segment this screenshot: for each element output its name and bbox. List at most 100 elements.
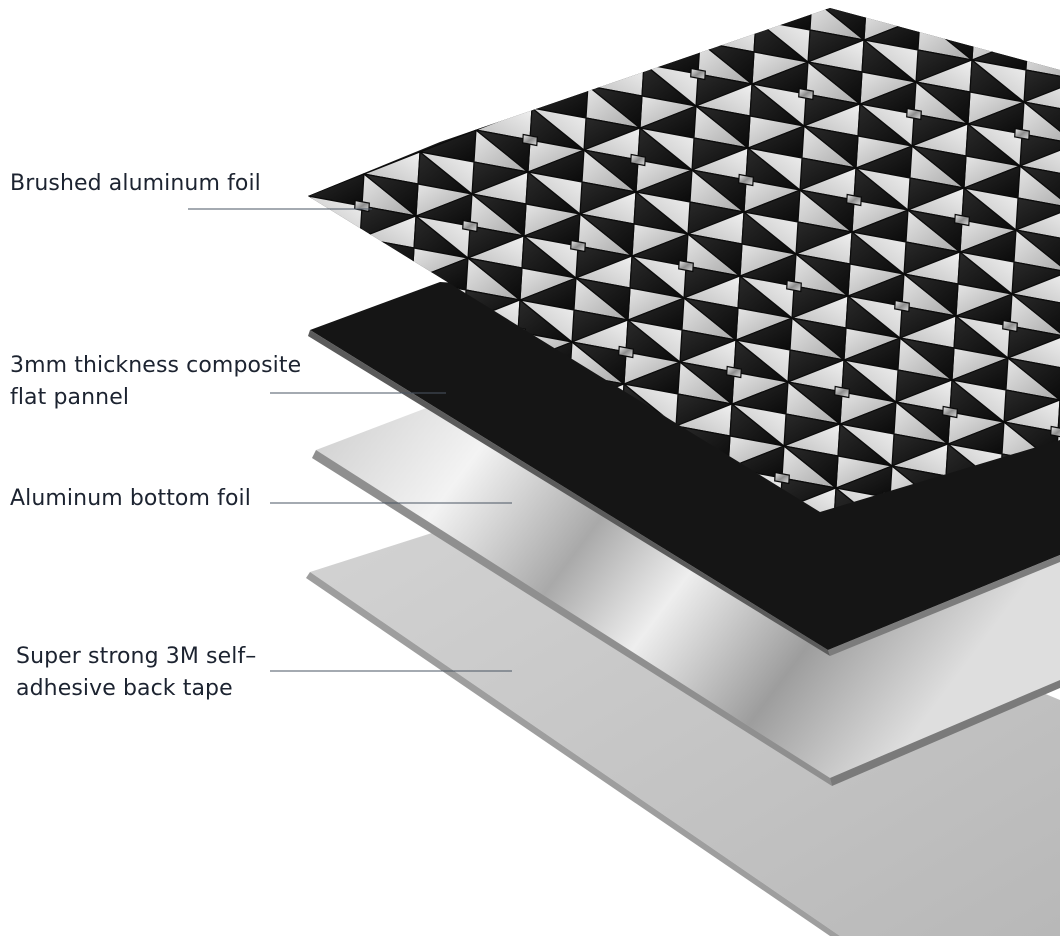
mosaic-triangle (747, 147, 803, 192)
mosaic-triangle (363, 173, 419, 218)
label-bottom-foil: Aluminum bottom foil (10, 483, 251, 515)
mosaic-triangle (907, 209, 963, 254)
mosaic-triangle (919, 8, 979, 19)
label-panel-line1: 3mm thickness composite (10, 353, 302, 378)
mosaic-triangle (751, 83, 807, 128)
mosaic-gem (966, 21, 982, 35)
mosaic-triangle (955, 315, 1011, 360)
mosaic-triangle (587, 85, 643, 130)
mosaic-triangle (839, 423, 895, 468)
mosaic-triangle (865, 8, 921, 19)
mosaic-triangle (583, 149, 639, 194)
mosaic-triangle (803, 125, 859, 170)
mosaic-triangle (523, 235, 579, 280)
mosaic-triangle (571, 341, 627, 386)
mosaic-gem (354, 199, 370, 213)
mosaic-triangle (471, 193, 527, 238)
mosaic-gem (798, 87, 814, 101)
mosaic-triangle (527, 171, 583, 216)
mosaic-triangle (975, 8, 1031, 40)
mosaic-triangle (635, 191, 691, 236)
label-tape-line1: Super strong 3M self– (16, 644, 257, 669)
mosaic-gem (678, 259, 694, 273)
mosaic-triangle (959, 251, 1015, 296)
mosaic-triangle (475, 129, 531, 174)
mosaic-triangle (755, 19, 811, 64)
mosaic-triangle (855, 167, 911, 212)
mosaic-triangle (783, 445, 839, 490)
mosaic-gem (726, 365, 742, 379)
mosaic-triangle (683, 297, 739, 342)
mosaic-triangle (976, 0, 1032, 6)
mosaic-triangle (895, 401, 951, 446)
mosaic-triangle (575, 277, 631, 322)
mosaic-triangle (843, 359, 899, 404)
mosaic-gem (894, 299, 910, 313)
mosaic-gem (1002, 319, 1018, 333)
mosaic-gem (834, 385, 850, 399)
mosaic-triangle (863, 39, 919, 84)
mosaic-triangle (1011, 293, 1060, 338)
mosaic-triangle (699, 41, 755, 86)
mosaic-gem (954, 213, 970, 227)
adhesive-tape-layer (306, 492, 1060, 936)
label-panel-line2: flat pannel (10, 385, 130, 410)
mosaic-triangle (899, 337, 955, 382)
mosaic-triangle (951, 379, 1007, 424)
mosaic-triangle (795, 253, 851, 298)
mosaic-triangle (627, 319, 683, 364)
mosaic-triangle (847, 295, 903, 340)
mosaic-triangle (973, 8, 1029, 39)
mosaic-triangle (1025, 15, 1060, 49)
mosaic-triangle (531, 107, 587, 152)
mosaic-triangle (915, 81, 971, 126)
mosaic-triangle (809, 8, 869, 9)
mosaic-triangle (579, 213, 635, 258)
mosaic-triangle (691, 169, 747, 214)
mosaic-triangle (631, 255, 687, 300)
mosaic-gem (570, 239, 586, 253)
mosaic-gem (846, 193, 862, 207)
mosaic-gem (690, 67, 706, 81)
mosaic-triangle (695, 105, 751, 150)
mosaic-gem (1050, 425, 1060, 439)
mosaic-triangle (419, 151, 475, 196)
label-bottom-foil-text: Aluminum bottom foil (10, 486, 251, 511)
mosaic-triangle (917, 8, 977, 29)
mosaic-triangle (687, 233, 743, 278)
mosaic-triangle (971, 59, 1027, 104)
label-panel: 3mm thickness composite flat pannel (10, 350, 301, 414)
mosaic-triangle (415, 215, 471, 260)
label-tape: Super strong 3M self– adhesive back tape (16, 641, 256, 705)
mosaic-triangle (867, 8, 923, 20)
mosaic-triangle (467, 257, 523, 302)
mosaic-triangle (787, 381, 843, 426)
mosaic-triangle (735, 339, 791, 384)
mosaic-triangle (963, 187, 1019, 232)
mosaic-triangle (731, 403, 787, 448)
mosaic-triangle (1029, 8, 1060, 17)
leader-lines (188, 208, 512, 672)
mosaic-triangle (799, 189, 855, 234)
mosaic-triangle (1057, 398, 1060, 443)
mosaic-triangle (519, 299, 575, 344)
mosaic-gem (522, 133, 538, 147)
mosaic-triangle (903, 273, 959, 318)
mosaic-triangle (1007, 357, 1060, 402)
label-top-foil: Brushed aluminum foil (10, 168, 261, 200)
mosaic-triangle (967, 123, 1023, 168)
mosaic-triangle (623, 383, 679, 428)
mosaic-gem (774, 471, 790, 485)
mosaic-triangle (1019, 165, 1060, 210)
mosaic-triangle (791, 317, 847, 362)
mosaic-gem (1014, 127, 1030, 141)
mosaic-gem (786, 279, 802, 293)
label-top-foil-text: Brushed aluminum foil (10, 171, 261, 196)
mosaic-gem (942, 405, 958, 419)
mosaic-gem (462, 219, 478, 233)
mosaic-triangle (739, 275, 795, 320)
mosaic-gem (630, 153, 646, 167)
mosaic-triangle (807, 61, 863, 106)
mosaic-triangle (1015, 229, 1060, 274)
